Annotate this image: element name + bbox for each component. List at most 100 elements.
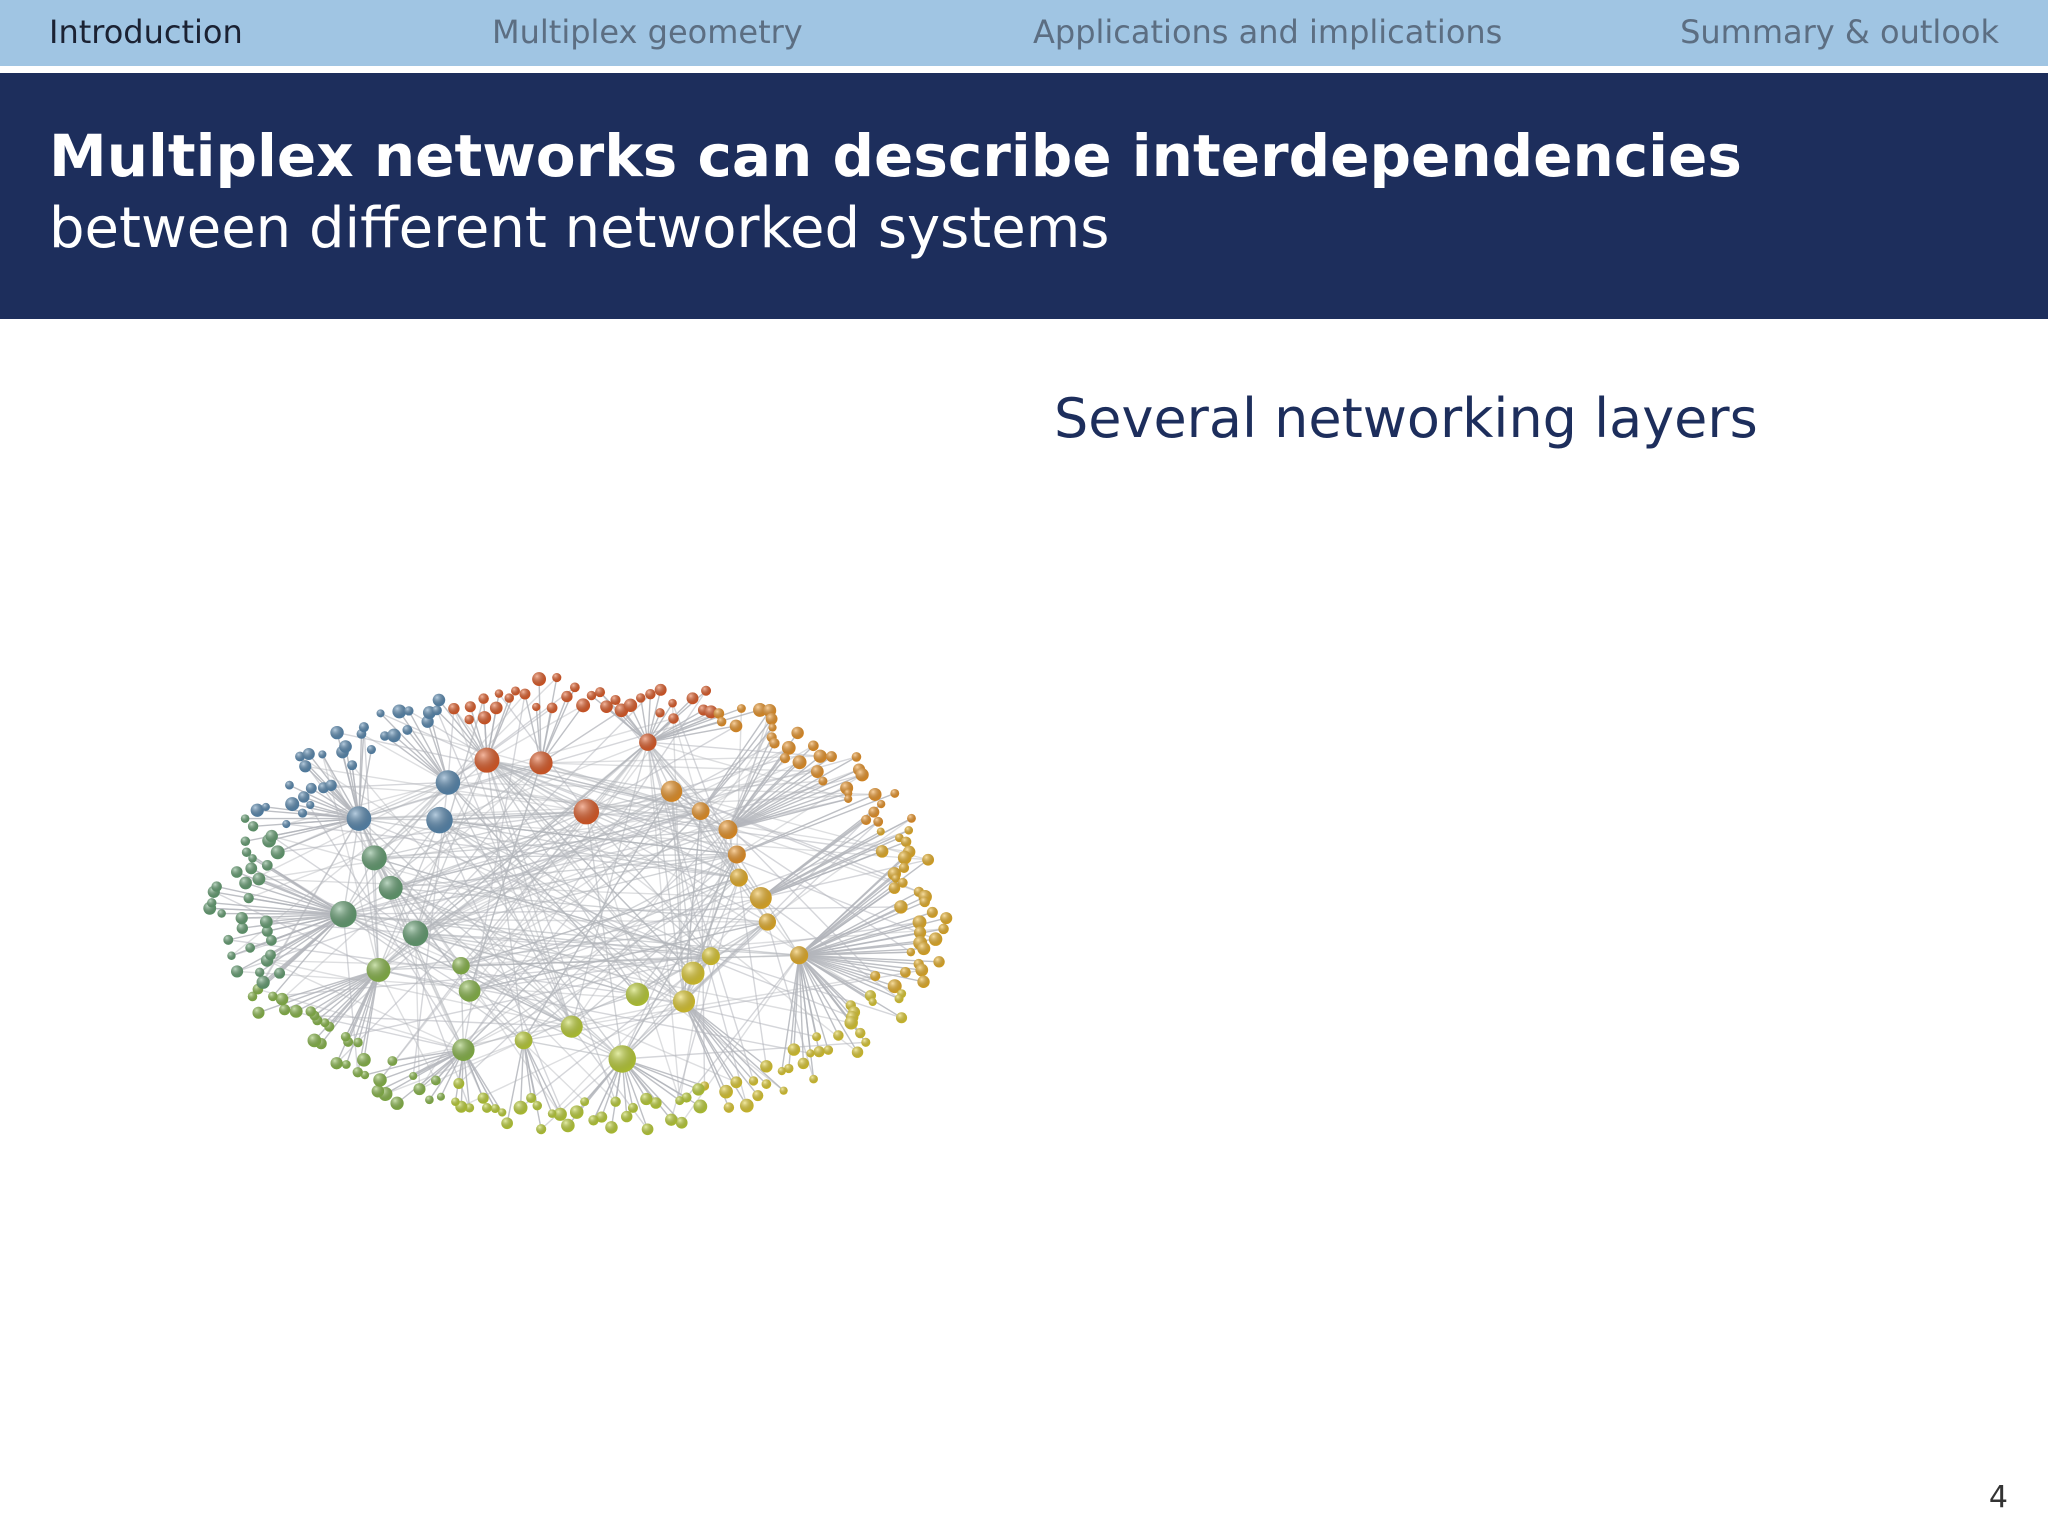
network-edge: [460, 1000, 685, 1108]
network-edge: [636, 854, 738, 995]
network-edge: [798, 954, 900, 1000]
network-edge: [316, 969, 379, 1021]
network-node-shading: [245, 943, 255, 953]
network-node-shading: [610, 694, 621, 706]
network-edge: [647, 741, 849, 800]
network-node-shading: [761, 1079, 772, 1089]
network-node-shading: [650, 1097, 662, 1109]
network-edge: [257, 988, 464, 1051]
network-nodes: [203, 672, 953, 1136]
network-node-shading: [526, 1092, 537, 1104]
network-node-shading: [330, 725, 344, 740]
network-node-shading: [844, 789, 853, 798]
network-edge: [378, 969, 470, 992]
network-node-shading: [569, 1105, 584, 1119]
network-edge: [798, 906, 902, 956]
network-node-shading: [716, 717, 727, 727]
network-edge: [390, 887, 638, 996]
network-node-shading: [536, 1124, 547, 1135]
network-node-shading: [809, 1074, 818, 1084]
network-node-shading: [358, 722, 369, 733]
network-node-shading: [561, 690, 573, 703]
network-edge: [314, 1014, 572, 1028]
network-edge: [799, 931, 921, 956]
network-edge: [683, 1001, 748, 1106]
network-edge: [373, 857, 617, 1103]
network-edge: [486, 759, 738, 856]
network-node-shading: [779, 753, 791, 764]
network-node-shading: [813, 749, 827, 763]
network-node-shading: [645, 689, 656, 700]
network-edge: [342, 782, 449, 915]
network-node-shading: [808, 740, 819, 752]
network-edge: [670, 791, 685, 1002]
network-edge: [798, 873, 895, 956]
network-node-shading: [818, 776, 828, 786]
nav-section-applications[interactable]: Applications and implications: [1033, 13, 1503, 51]
network-node-shading: [360, 1070, 370, 1080]
network-edge: [460, 747, 790, 967]
nav-section-multiplex-geometry[interactable]: Multiplex geometry: [492, 13, 803, 51]
network-node-shading: [519, 688, 531, 700]
network-edge: [463, 993, 638, 1051]
nav-section-summary[interactable]: Summary & outlook: [1680, 13, 1999, 51]
network-edge: [374, 790, 672, 859]
network-edge: [385, 1049, 464, 1095]
network-node-shading: [230, 965, 244, 978]
network-node-shading: [261, 859, 273, 871]
network-node-shading: [576, 698, 591, 713]
network-node-shading: [758, 913, 777, 931]
network-edge: [592, 829, 729, 1121]
nav-section-introduction[interactable]: Introduction: [49, 13, 243, 51]
network-edge: [540, 709, 622, 764]
network-edge: [647, 741, 702, 812]
network-edge: [241, 917, 768, 923]
network-edge: [447, 708, 455, 783]
network-edge: [585, 741, 649, 813]
network-edge: [541, 762, 818, 773]
network-edge: [374, 828, 729, 859]
network-node-shading: [739, 1098, 754, 1113]
network-edge: [540, 677, 558, 764]
network-edge: [522, 1040, 532, 1099]
network-edge: [299, 755, 685, 1003]
slide-title: Multiplex networks can describe interdep…: [49, 122, 1742, 190]
network-edge: [670, 791, 694, 974]
network-edge: [692, 921, 768, 974]
network-node-shading: [305, 1006, 317, 1017]
network-node-shading: [561, 1118, 575, 1133]
network-node-shading: [691, 802, 710, 821]
network-node-shading: [306, 800, 315, 810]
network-node-shading: [352, 1067, 363, 1078]
network-node-shading: [243, 892, 254, 904]
network-node-shading: [532, 1100, 543, 1111]
network-node-shading: [781, 741, 796, 755]
network-edge: [647, 709, 761, 743]
network-node-shading: [252, 1006, 265, 1019]
network-node-shading: [340, 1032, 351, 1042]
network-node-shading: [302, 747, 315, 760]
network-node-shading: [787, 1043, 801, 1056]
network-node-shading: [600, 700, 613, 713]
network-edge: [520, 955, 712, 1109]
network-edge: [390, 756, 857, 889]
network-node-shading: [608, 1045, 636, 1073]
network-node-shading: [686, 692, 699, 705]
network-node-shading: [779, 1086, 788, 1095]
network-edge: [379, 741, 649, 1081]
network-node-shading: [552, 672, 562, 683]
network-node-shading: [546, 702, 558, 714]
network-node-shading: [627, 1102, 638, 1113]
network-edge: [415, 932, 573, 1028]
network-node-shading: [560, 1015, 583, 1038]
network-node-shading: [357, 1052, 371, 1067]
network-node-shading: [861, 814, 872, 825]
network-edge: [392, 1000, 685, 1062]
network-node-shading: [265, 949, 276, 961]
network-edge: [551, 897, 762, 1115]
network-edge: [398, 711, 449, 783]
network-node-shading: [623, 698, 638, 712]
network-node-shading: [282, 820, 291, 829]
network-node-shading: [265, 829, 278, 843]
network-node-shading: [898, 862, 910, 873]
